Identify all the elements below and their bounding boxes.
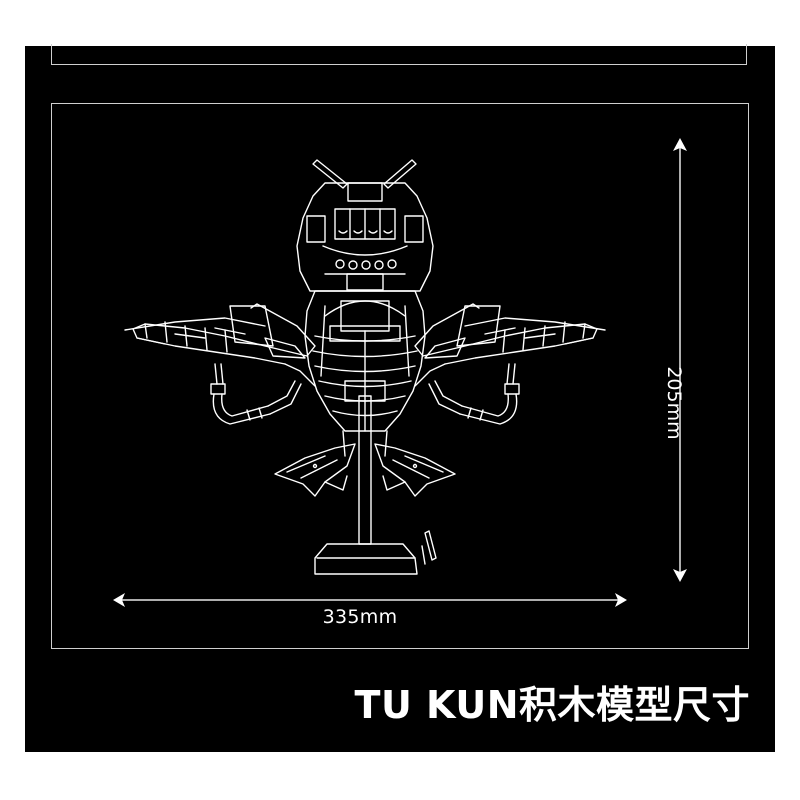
model-left-wing	[124, 303, 316, 425]
model-line-drawing	[113, 138, 687, 607]
width-dimension-arrow	[113, 593, 627, 607]
model-lower-fins	[274, 430, 456, 497]
height-dimension-label: 205mm	[663, 366, 685, 440]
model-body	[304, 290, 426, 432]
spec-panel: 335mm 205mm TU KUN积木模型尺寸	[25, 44, 775, 752]
width-dimension-label: 335mm	[25, 606, 715, 628]
dimension-frame	[51, 103, 749, 649]
width-value: 335mm	[322, 606, 398, 628]
model-right-wing	[414, 303, 606, 425]
model-antennae	[312, 159, 417, 189]
height-dimension-arrow	[673, 138, 687, 582]
top-frame	[51, 44, 747, 65]
model-stand	[314, 395, 437, 575]
page-title: TU KUN积木模型尺寸	[354, 683, 750, 727]
model-head	[296, 182, 434, 292]
